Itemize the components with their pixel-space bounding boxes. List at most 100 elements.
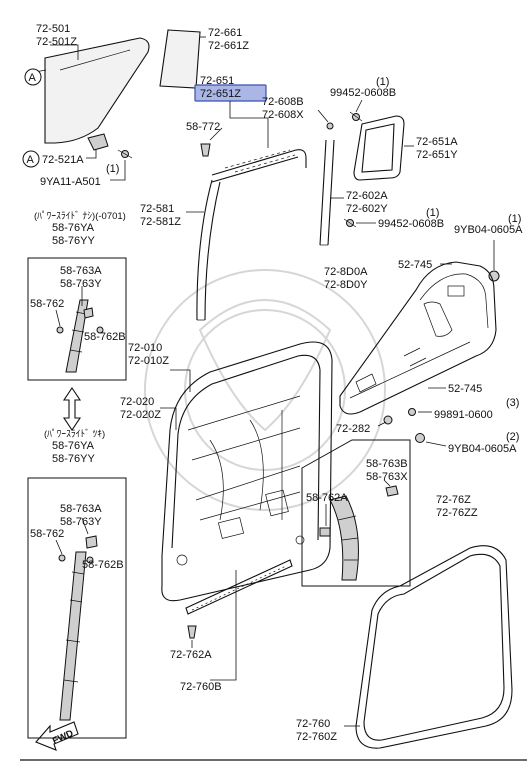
label-72-76zz[interactable]: 72-76ZZ <box>436 507 478 519</box>
label-72-661[interactable]: 72-661 <box>208 27 242 39</box>
bolt-9ya11[interactable] <box>117 149 133 159</box>
leader-72-521a <box>86 150 97 159</box>
label-72-760b[interactable]: 72-760B <box>180 681 222 693</box>
belt-molding-72-760b[interactable] <box>185 559 293 615</box>
leader-72-020 <box>160 407 177 430</box>
door-weatherstrip-72-760[interactable] <box>355 545 513 749</box>
label-72-608x[interactable]: 72-608X <box>262 109 304 121</box>
quarter-window-frame-72-651a[interactable] <box>353 115 405 181</box>
label-99891-qty: (3) <box>506 397 519 409</box>
label-58-763b[interactable]: 58-763B <box>366 458 408 470</box>
nut-9yb04-lower[interactable] <box>415 433 425 443</box>
door-shell-72-010[interactable] <box>161 341 333 602</box>
selected-part-highlight[interactable] <box>194 84 267 102</box>
label-9yb04-lower[interactable]: 9YB04-0605A <box>448 443 517 455</box>
label-72-76z[interactable]: 72-76Z <box>436 494 471 506</box>
label-72-501[interactable]: 72-501 <box>36 23 70 35</box>
label-72-581z[interactable]: 72-581Z <box>140 216 181 228</box>
label-72-602a[interactable]: 72-602A <box>346 190 388 202</box>
label-58-772[interactable]: 58-772 <box>186 121 220 133</box>
label-9yb04-upper[interactable]: 9YB04-0605A <box>454 224 523 236</box>
door-trim-panel-72-8d0a[interactable] <box>339 261 497 415</box>
label-58-762-lower[interactable]: 58-762 <box>30 528 64 540</box>
label-9ya11[interactable]: 9YA11-A501 <box>40 176 101 188</box>
inset-box-power-slide <box>27 477 127 739</box>
bolt-99452-lower[interactable] <box>343 218 357 228</box>
label-58-76ya-lower[interactable]: 58-76YA <box>52 440 95 452</box>
quarter-glass-72-661[interactable] <box>159 29 201 89</box>
label-58-762-upper[interactable]: 58-762 <box>30 298 64 310</box>
nut-9yb04-upper[interactable] <box>488 270 500 282</box>
label-58-76yy-lower[interactable]: 58-76YY <box>52 453 95 465</box>
label-99452-upper[interactable]: 99452-0608B <box>330 87 396 99</box>
watermark <box>144 269 386 511</box>
label-72-760z[interactable]: 72-760Z <box>296 731 337 743</box>
clip-58-762a[interactable] <box>319 527 331 537</box>
garnish-72-76z[interactable] <box>329 495 359 581</box>
run-channel-72-602[interactable] <box>319 139 335 246</box>
inset-box-72-76z <box>301 439 411 587</box>
leader-72-010 <box>170 369 191 392</box>
label-72-020z[interactable]: 72-020Z <box>120 409 161 421</box>
label-72-651a[interactable]: 72-651A <box>416 136 458 148</box>
screw-99891[interactable] <box>408 408 416 416</box>
label-72-521a[interactable]: 72-521A <box>42 154 84 166</box>
bolt-99452-upper[interactable] <box>349 111 363 122</box>
label-58-763a-upper[interactable]: 58-763A <box>60 265 102 277</box>
label-72-602y[interactable]: 72-602Y <box>346 203 388 215</box>
clip-58-762b-upper[interactable] <box>96 326 104 334</box>
leader-72-608 <box>317 109 329 123</box>
label-72-762a[interactable]: 72-762A <box>170 649 212 661</box>
bolt-72-608[interactable] <box>326 122 334 130</box>
clip-58-772[interactable] <box>200 143 211 157</box>
clip-58-762b-lower[interactable] <box>86 556 94 564</box>
label-72-010[interactable]: 72-010 <box>128 342 162 354</box>
label-52-745-upper[interactable]: 52-745 <box>398 259 432 271</box>
label-58-76yy-upper[interactable]: 58-76YY <box>52 235 95 247</box>
label-58-762a[interactable]: 58-762A <box>306 492 348 504</box>
label-58-762b-upper[interactable]: 58-762B <box>84 331 126 343</box>
label-72-581[interactable]: 72-581 <box>140 203 174 215</box>
label-99452-lower[interactable]: 99452-0608B <box>378 218 444 230</box>
leader-58-763b <box>383 479 391 487</box>
label-52-745-lower[interactable]: 52-745 <box>448 383 482 395</box>
leader-58-763a-lower <box>81 517 89 535</box>
label-58-763a-lower[interactable]: 58-763A <box>60 503 102 515</box>
label-58-763x[interactable]: 58-763X <box>366 471 408 483</box>
leader-58-772 <box>209 127 223 141</box>
leader-99452-upper <box>355 99 363 113</box>
label-72-651y[interactable]: 72-651Y <box>416 149 458 161</box>
clip-58-763a-upper[interactable] <box>83 307 94 319</box>
garnish-58-76ya-lower[interactable] <box>59 551 87 721</box>
label-72-608b[interactable]: 72-608B <box>262 96 304 108</box>
label-72-010z[interactable]: 72-010Z <box>128 355 169 367</box>
label-58-76ya-upper[interactable]: 58-76YA <box>52 222 95 234</box>
clip-72-762a[interactable] <box>187 625 197 639</box>
label-9yb04-lower-qty: (2) <box>506 431 519 443</box>
label-72-651z[interactable]: 72-651Z <box>200 88 241 100</box>
label-58-763y-lower[interactable]: 58-763Y <box>60 516 102 528</box>
clip-58-762-upper[interactable] <box>56 326 64 334</box>
label-72-020[interactable]: 72-020 <box>120 396 154 408</box>
garnish-58-76ya-upper[interactable] <box>65 299 89 373</box>
clip-58-763b[interactable] <box>385 485 399 497</box>
label-72-8d0y[interactable]: 72-8D0Y <box>324 279 368 291</box>
clip-58-763a-lower[interactable] <box>85 535 98 549</box>
callout-a2: A <box>22 150 40 168</box>
glass-run-channel-72-651[interactable] <box>211 149 307 183</box>
door-glass-72-501[interactable] <box>44 37 150 144</box>
label-72-651[interactable]: 72-651 <box>200 75 234 87</box>
clip-58-762-lower[interactable] <box>58 554 66 562</box>
label-72-760[interactable]: 72-760 <box>296 718 330 730</box>
label-72-282[interactable]: 72-282 <box>336 423 370 435</box>
run-channel-72-581[interactable] <box>196 179 221 321</box>
label-58-763y-upper[interactable]: 58-763Y <box>60 278 102 290</box>
glass-bracket-72-521a[interactable] <box>87 133 109 151</box>
label-99891[interactable]: 99891-0600 <box>434 409 493 421</box>
callout-a1: A <box>24 68 42 86</box>
label-58-762b-lower[interactable]: 58-762B <box>82 559 124 571</box>
label-72-8d0a[interactable]: 72-8D0A <box>324 266 368 278</box>
label-72-501z[interactable]: 72-501Z <box>36 36 77 48</box>
label-72-661z[interactable]: 72-661Z <box>208 40 249 52</box>
